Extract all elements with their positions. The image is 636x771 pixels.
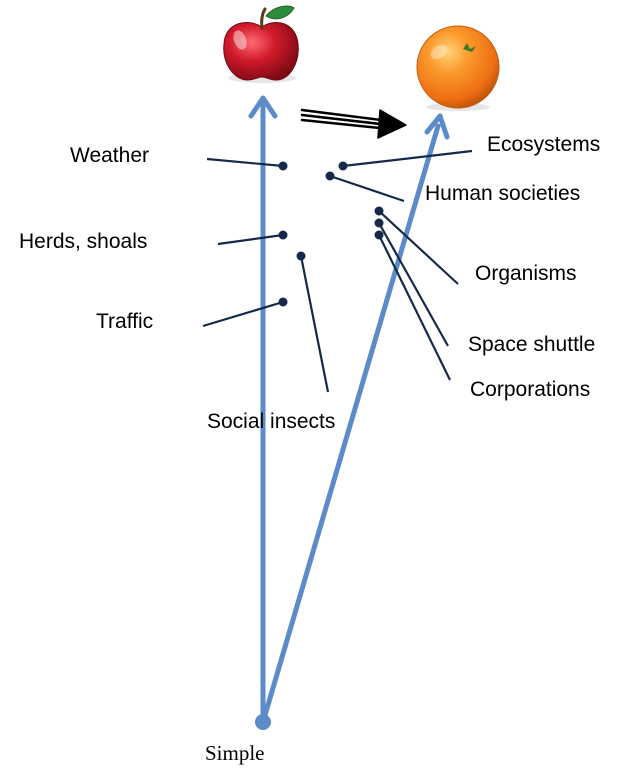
leader-social-insects (299, 255, 330, 393)
leader-organisms (378, 210, 459, 285)
leader-space-shuttle (378, 222, 449, 347)
leader-ecosystems (342, 149, 473, 168)
point-space-shuttle (374, 218, 384, 228)
point-human-societies (325, 171, 335, 181)
point-social-insects (296, 251, 306, 261)
point-herds (278, 230, 288, 240)
label-corporations: Corporations (470, 378, 590, 401)
leader-corporations (378, 234, 451, 381)
apple-icon (223, 5, 299, 83)
point-ecosystems (338, 161, 348, 171)
label-space-shuttle: Space shuttle (468, 333, 595, 356)
orange-icon (416, 25, 500, 111)
label-herds: Herds, shoals (19, 230, 147, 253)
leader-herds (217, 233, 284, 246)
point-corporations (374, 230, 384, 240)
leader-traffic (202, 300, 284, 328)
leader-human-societies (329, 174, 405, 203)
label-origin: Simple (205, 741, 265, 765)
diagonal-arrow-shaft (260, 123, 441, 725)
point-weather (278, 161, 288, 171)
label-traffic: Traffic (96, 310, 153, 333)
leader-lines (202, 149, 473, 393)
vertical-arrow-head (248, 95, 278, 119)
label-ecosystems: Ecosystems (487, 133, 600, 156)
origin-dot (255, 714, 271, 730)
label-organisms: Organisms (475, 262, 577, 285)
simple-to-complex-arrows (248, 95, 450, 730)
label-weather: Weather (70, 144, 149, 167)
transition-arrow (300, 108, 407, 139)
point-traffic (278, 297, 288, 307)
label-social-insects: Social insects (207, 410, 335, 433)
point-organisms (374, 206, 384, 216)
labels: Weather Herds, shoals Traffic Social ins… (19, 133, 600, 765)
data-points (278, 161, 384, 307)
diagonal-arrow-head (424, 113, 450, 140)
leader-weather (206, 157, 284, 168)
label-human-societies: Human societies (425, 182, 580, 205)
